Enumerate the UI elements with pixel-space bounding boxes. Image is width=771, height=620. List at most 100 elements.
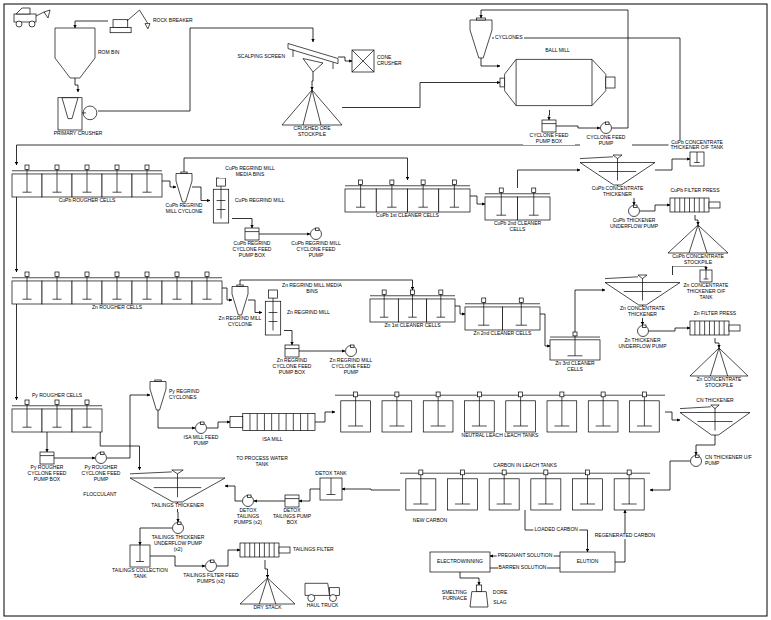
equipment-label: SMELTING FURNACE bbox=[421, 590, 468, 602]
process-stream bbox=[315, 412, 335, 422]
equipment-symbol bbox=[335, 392, 665, 432]
equipment-node: TAILINGS FILTER bbox=[240, 540, 290, 560]
equipment-label: TAILINGS FILTER bbox=[292, 547, 335, 553]
equipment-label: ELECTROWINNING bbox=[436, 559, 484, 565]
process-stream bbox=[695, 215, 698, 225]
equipment-node: ISA MILL bbox=[230, 408, 315, 436]
equipment-label: CYCLONE FEED PUMP BOX bbox=[523, 133, 575, 145]
equipment-symbol bbox=[310, 228, 322, 240]
equipment-symbol bbox=[605, 275, 680, 305]
process-stream bbox=[75, 78, 78, 92]
equipment-label: CuPb CONCENTRATE THICKENER O/F TANK bbox=[669, 140, 726, 152]
equipment-node: DRY STACK bbox=[240, 578, 295, 604]
equipment-label: CuPb FILTER PRESS bbox=[669, 188, 720, 194]
stream-note: FLOCCULANT bbox=[82, 492, 117, 498]
equipment-node: ELUTION bbox=[560, 552, 615, 572]
process-stream bbox=[284, 331, 292, 346]
equipment-label: DETOX TANK bbox=[314, 471, 347, 477]
equipment-symbol bbox=[670, 195, 720, 215]
process-stream bbox=[650, 461, 690, 490]
process-stream bbox=[259, 234, 310, 235]
equipment-label: CRUSHED ORE STOCKPILE bbox=[282, 126, 342, 138]
equipment-node: Zn ROUGHER CELLS bbox=[12, 272, 222, 304]
equipment-symbol bbox=[680, 405, 750, 435]
equipment-symbol bbox=[600, 122, 612, 134]
equipment-symbol bbox=[500, 55, 615, 110]
equipment-symbol bbox=[176, 172, 192, 202]
equipment-symbol bbox=[240, 540, 290, 560]
equipment-symbol bbox=[320, 478, 342, 500]
equipment-symbol bbox=[485, 188, 550, 220]
equipment-symbol bbox=[470, 585, 488, 607]
equipment-symbol bbox=[210, 178, 232, 223]
equipment-label: CONE CRUSHER bbox=[376, 55, 418, 67]
process-stream bbox=[265, 560, 268, 578]
equipment-node: CARBON IN LEACH TANKS bbox=[400, 470, 650, 510]
process-stream bbox=[481, 58, 500, 66]
process-stream bbox=[225, 486, 242, 501]
equipment-symbol bbox=[690, 318, 740, 338]
equipment-label: TAILINGS THICKENER UNDERFLOW PUMP (x2) bbox=[149, 535, 207, 552]
equipment-node: Zn CONCENTRATE THICKENER O/F TANK bbox=[700, 270, 712, 282]
process-stream bbox=[248, 300, 262, 313]
equipment-node: CuPb CONCENTRATE STOCKPILE bbox=[668, 225, 728, 253]
equipment-node: CuPb 1st CLEANER CELLS bbox=[345, 180, 470, 212]
equipment-node: Zn THICKENER UNDERFLOW PUMP bbox=[637, 325, 649, 337]
equipment-label: ROM BIN bbox=[97, 50, 120, 56]
equipment-node: ISA MILL FEED PUMP bbox=[195, 422, 207, 434]
process-stream bbox=[54, 458, 95, 459]
equipment-symbol bbox=[12, 272, 222, 304]
equipment-symbol bbox=[637, 325, 649, 337]
equipment-label: ISA MILL FEED PUMP bbox=[175, 435, 227, 447]
equipment-node: NEUTRAL LEACH LEACH TANKS bbox=[335, 392, 665, 432]
equipment-label: NEUTRAL LEACH LEACH TANKS bbox=[461, 433, 540, 439]
equipment-label: CuPb CONCENTRATE THICKENER bbox=[582, 186, 654, 198]
stream-note: NEW CARBON bbox=[412, 518, 448, 524]
stream-label: REGENERATED CARBON bbox=[594, 533, 656, 539]
process-stream bbox=[75, 21, 108, 28]
equipment-symbol bbox=[285, 495, 299, 507]
stream-note: CuPb REGRIND MILL MEDIA BINS bbox=[219, 166, 281, 178]
equipment-label: DETOX TAILINGS PUMP BOX bbox=[271, 508, 313, 525]
process-stream bbox=[715, 338, 719, 348]
equipment-symbol bbox=[172, 522, 184, 534]
equipment-label: CN THICKENER bbox=[695, 398, 734, 404]
equipment-label: Zn REGRIND MILL CYCLONE FEED PUMP bbox=[325, 358, 377, 375]
equipment-node: Zn REGRIND MILL bbox=[262, 290, 284, 335]
equipment-symbol bbox=[668, 225, 728, 253]
equipment-node: BALL MILL bbox=[500, 55, 615, 110]
process-stream bbox=[222, 288, 232, 300]
process-stream bbox=[640, 205, 670, 211]
equipment-label: CYCLONE FEED PUMP bbox=[580, 135, 632, 147]
equipment-node: Zn 2nd CLEANER CELLS bbox=[465, 298, 540, 330]
process-stream bbox=[192, 187, 210, 201]
equipment-node: Zn 1st CLEANER CELLS bbox=[370, 290, 455, 322]
equipment-node: Zn CONCENTRATE STOCKPILE bbox=[690, 348, 748, 376]
equipment-symbol bbox=[345, 345, 357, 357]
equipment-node: CONE CRUSHER bbox=[352, 50, 374, 72]
equipment-label: TAILINGS COLLECTION TANK bbox=[111, 568, 169, 580]
process-stream bbox=[549, 110, 551, 120]
equipment-symbol bbox=[130, 470, 225, 502]
equipment-label: BALL MILL bbox=[544, 48, 571, 54]
equipment-label: ROCK BREAKER bbox=[152, 18, 194, 24]
equipment-node: CuPb REGRIND MILL CYCLONE bbox=[176, 172, 192, 202]
equipment-symbol bbox=[700, 270, 712, 282]
equipment-node: Zn 3rd CLEANER CELLS bbox=[550, 332, 600, 360]
equipment-node: HAUL TRUCK bbox=[305, 580, 340, 602]
equipment-symbol bbox=[288, 42, 338, 72]
equipment-symbol bbox=[230, 408, 315, 436]
equipment-node: Py REGRIND CYCLONES bbox=[150, 380, 166, 410]
equipment-symbol bbox=[205, 560, 217, 572]
process-stream bbox=[299, 489, 320, 501]
process-stream bbox=[338, 57, 352, 61]
equipment-node: DETOX TAILINGS PUMPS (x2) bbox=[242, 495, 254, 507]
equipment-node: TAILINGS THICKENER bbox=[130, 470, 225, 502]
equipment-label: Zn REGRIND CYCLONE FEED PUMP BOX bbox=[267, 358, 317, 375]
process-stream bbox=[455, 306, 465, 314]
equipment-symbol bbox=[690, 152, 704, 166]
equipment-label: DRY STACK bbox=[252, 605, 282, 611]
equipment-symbol bbox=[465, 298, 540, 330]
equipment-label: Py ROUGHER CYCLONE FEED PUMP bbox=[74, 465, 128, 482]
